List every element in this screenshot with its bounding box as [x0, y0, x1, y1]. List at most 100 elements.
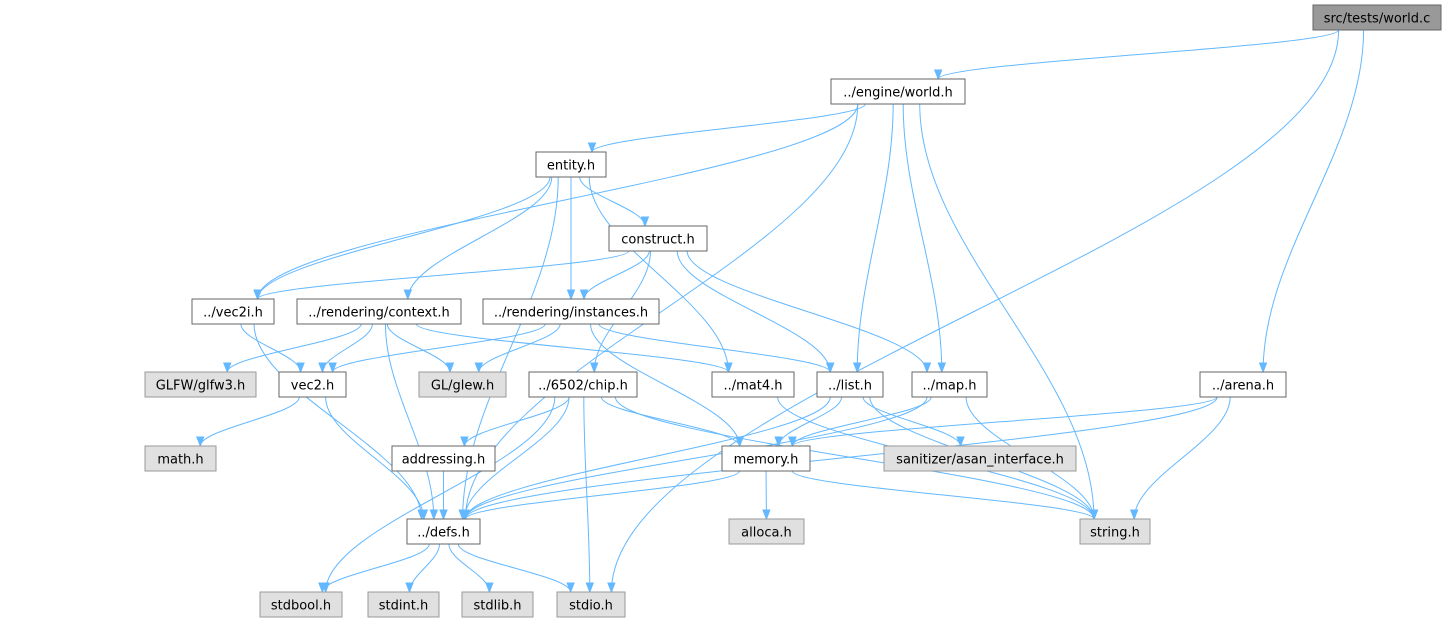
node-mat4[interactable]: ../mat4.h — [711, 371, 795, 398]
node-label: alloca.h — [741, 526, 792, 541]
edge-line — [240, 323, 302, 373]
edge-line — [462, 176, 559, 520]
node-addressing[interactable]: addressing.h — [391, 445, 496, 472]
node-box — [1312, 4, 1442, 31]
edge-arrowhead — [788, 436, 797, 448]
edge-defs-to-stdbool — [318, 543, 430, 594]
node-construct[interactable]: construct.h — [608, 225, 708, 252]
node-label: GLFW/glfw3.h — [156, 379, 246, 394]
edge-line — [600, 396, 741, 447]
node-box — [883, 445, 1077, 472]
node-context[interactable]: ../rendering/context.h — [296, 298, 462, 325]
edge-chip-to-memory — [600, 396, 744, 448]
node-label: sanitizer/asan_interface.h — [896, 453, 1064, 468]
edge-engine_world-to-list — [852, 103, 894, 374]
node-defs[interactable]: ../defs.h — [406, 518, 481, 545]
edge-arrowhead — [607, 582, 616, 594]
edge-line — [583, 250, 650, 300]
node-box — [461, 591, 534, 618]
edge-arrowhead — [922, 362, 932, 374]
node-arena[interactable]: ../arena.h — [1199, 371, 1287, 398]
edges-layer — [196, 29, 1365, 594]
edge-world_c-to-arena — [1258, 29, 1365, 374]
node-vec2[interactable]: vec2.h — [278, 371, 347, 398]
edge-chip-to-stdbool — [321, 396, 556, 594]
edge-line — [325, 396, 556, 593]
node-engine_world[interactable]: ../engine/world.h — [830, 78, 966, 105]
edge-line — [463, 396, 570, 447]
edge-construct-to-vec2i — [253, 250, 630, 301]
edge-line — [325, 396, 425, 520]
edge-defs-to-stdint — [405, 543, 440, 594]
edge-arrowhead — [429, 509, 439, 521]
edge-instances-to-glew — [474, 323, 561, 374]
edge-arrowhead — [485, 582, 494, 594]
edge-arrowhead — [724, 362, 733, 374]
edge-arrowhead — [318, 582, 327, 594]
edge-line — [464, 396, 1218, 520]
edge-arrowhead — [1129, 509, 1139, 521]
edge-arrowhead — [933, 69, 943, 81]
node-map[interactable]: ../map.h — [911, 371, 988, 398]
edge-line — [384, 323, 435, 520]
node-label: ../arena.h — [1212, 379, 1274, 394]
node-box — [482, 298, 660, 325]
edge-instances-to-list — [598, 323, 835, 374]
node-box — [1079, 518, 1151, 545]
edge-arrowhead — [937, 362, 947, 374]
node-vec2i[interactable]: ../vec2i.h — [191, 298, 275, 325]
edge-arrowhead — [445, 362, 455, 374]
edge-line — [614, 396, 1095, 520]
node-label: entity.h — [547, 159, 595, 174]
node-chip[interactable]: ../6502/chip.h — [528, 371, 638, 398]
node-list[interactable]: ../list.h — [816, 371, 884, 398]
node-asan: sanitizer/asan_interface.h — [883, 445, 1077, 472]
node-world_c[interactable]: src/tests/world.c — [1312, 4, 1442, 31]
node-box — [535, 151, 607, 178]
edge-line — [464, 396, 831, 520]
node-box — [367, 591, 440, 618]
edge-line — [332, 323, 546, 373]
node-label: addressing.h — [402, 453, 486, 468]
edge-line — [321, 543, 430, 593]
node-memory[interactable]: memory.h — [721, 445, 811, 472]
node-box — [728, 518, 805, 545]
node-label: stdio.h — [569, 599, 613, 614]
node-entity[interactable]: entity.h — [535, 151, 607, 178]
node-box — [144, 371, 257, 398]
edge-vec2i-to-vec2 — [240, 323, 305, 374]
edge-context-to-glew — [386, 323, 455, 374]
edge-line — [464, 470, 741, 520]
edge-arrowhead — [762, 509, 771, 521]
edge-arrowhead — [461, 509, 470, 521]
edge-arrowhead — [405, 582, 414, 594]
edge-arena-to-defs — [461, 396, 1218, 521]
nodes-layer: src/tests/world.c ../engine/world.h entity… — [144, 4, 1442, 618]
edge-context-to-mat4 — [415, 323, 733, 374]
edge-memory-to-string — [791, 470, 1099, 521]
edge-engine_world-to-entity — [587, 103, 866, 154]
edge-context-to-defs — [384, 323, 439, 521]
edge-line — [448, 543, 490, 593]
edge-line — [464, 396, 928, 520]
node-label: ../mat4.h — [723, 379, 782, 394]
edge-arrowhead — [566, 582, 575, 594]
edge-line — [415, 323, 729, 373]
edge-line — [610, 29, 1340, 593]
edge-line — [226, 323, 362, 373]
edge-arrowhead — [640, 216, 650, 228]
edge-arrowhead — [579, 289, 589, 301]
edge-line — [1262, 29, 1365, 373]
edge-line — [686, 250, 928, 373]
edge-arrowhead — [328, 362, 337, 374]
node-box — [911, 371, 988, 398]
edge-chip-to-stdio — [583, 396, 595, 594]
node-label: ../engine/world.h — [843, 86, 953, 101]
node-instances[interactable]: ../rendering/instances.h — [482, 298, 660, 325]
edge-line — [902, 103, 943, 373]
edge-addressing-to-defs — [439, 470, 448, 521]
edge-line — [791, 396, 1218, 447]
node-label: stdbool.h — [271, 599, 331, 614]
node-string: string.h — [1079, 518, 1151, 545]
edge-entity-to-vec2i — [253, 176, 551, 301]
